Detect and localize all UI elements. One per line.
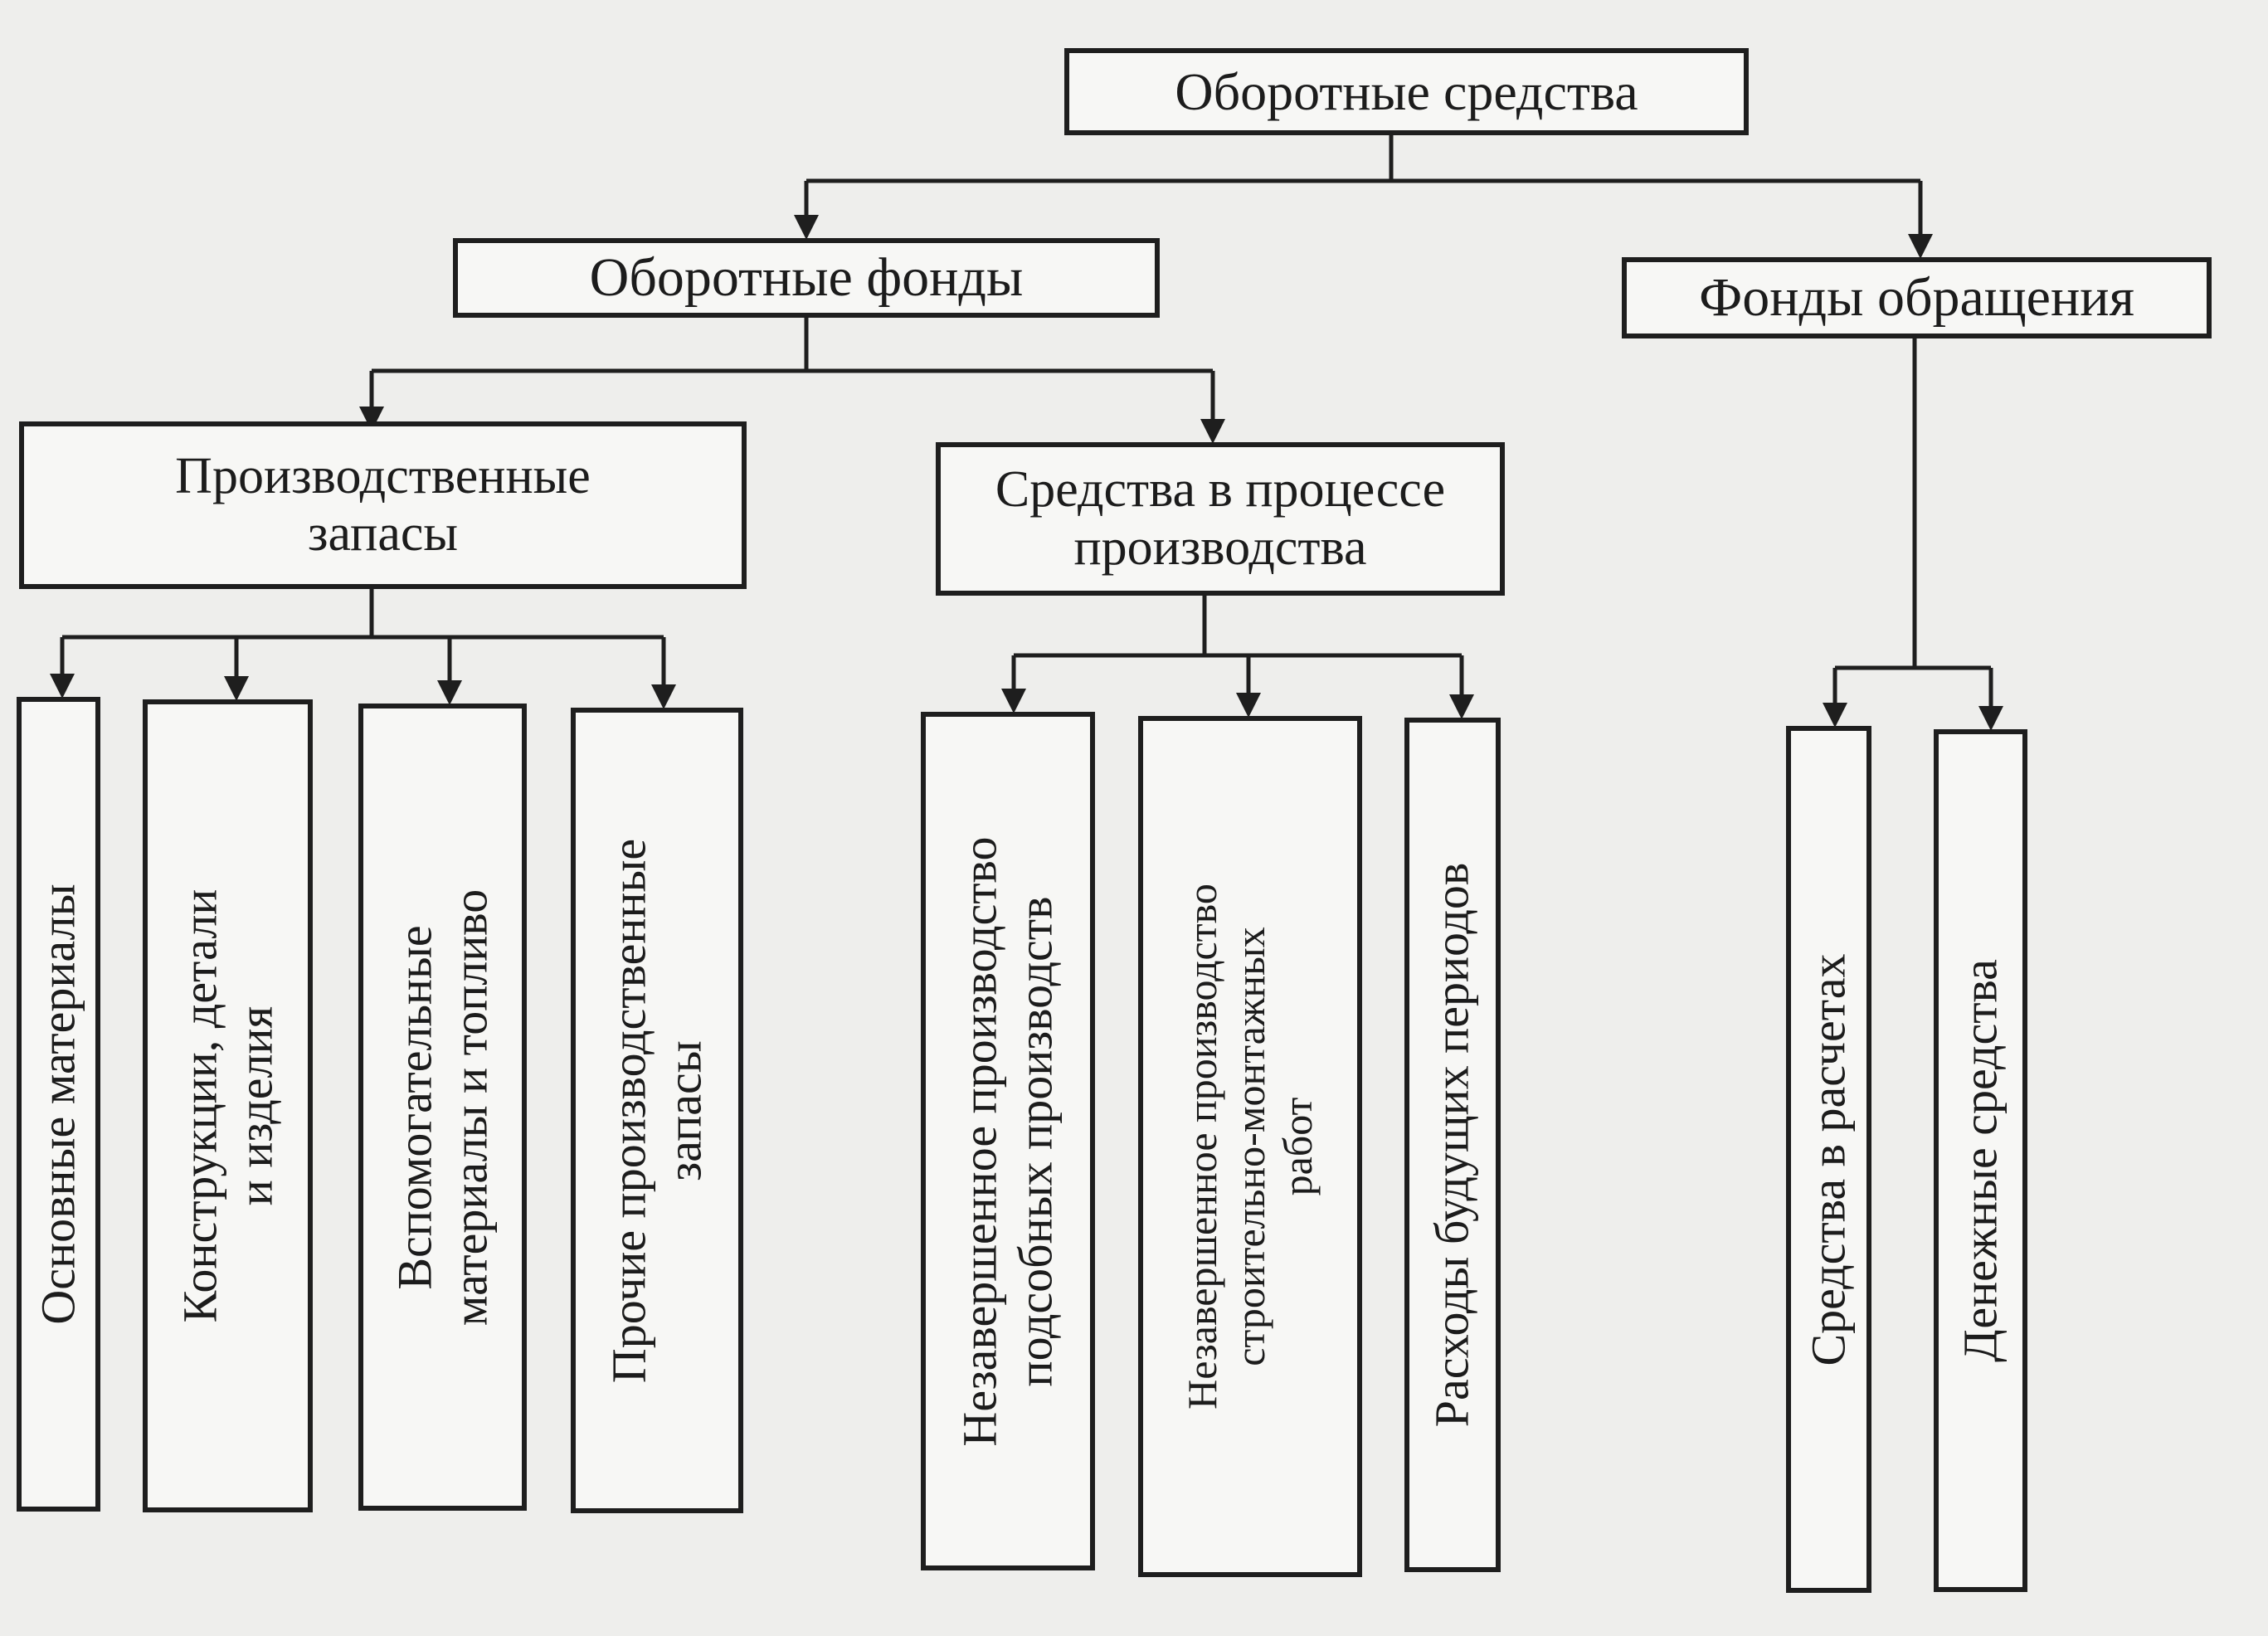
node-root-label: Оборотные средства (1175, 61, 1638, 121)
node-deferred-expenses-label: Расходы будущих периодов (1424, 862, 1479, 1428)
node-auxiliary-fuel: Вспомогательные материалы и топливо (358, 704, 527, 1511)
node-circulation-funds: Фонды обращения (1622, 257, 2212, 338)
node-auxiliary-fuel-label: Вспомогательные материалы и топливо (387, 889, 497, 1326)
node-receivables: Средства в расчетах (1786, 726, 1871, 1593)
node-other-stocks-label: Прочие производственные запасы (601, 838, 711, 1383)
node-in-production-label: Средства в процессе производства (995, 461, 1446, 576)
node-receivables-label: Средства в расчетах (1801, 952, 1856, 1366)
node-working-funds-label: Оборотные фонды (589, 247, 1024, 309)
node-wip-construction: Незавершенное производство строительно-м… (1138, 716, 1362, 1577)
node-cash-label: Денежные средства (1953, 959, 2008, 1362)
node-basic-materials-label: Основные материалы (31, 884, 85, 1325)
node-in-production: Средства в процессе производства (936, 442, 1505, 596)
node-wip-auxiliary-label: Незавершенное производство подсобных про… (952, 835, 1062, 1447)
node-structures-parts: Конструкции, детали и изделия (143, 699, 313, 1512)
node-deferred-expenses: Расходы будущих периодов (1404, 718, 1501, 1572)
node-production-stocks: Производственные запасы (19, 421, 747, 589)
node-working-funds: Оборотные фонды (453, 238, 1160, 318)
node-wip-auxiliary: Незавершенное производство подсобных про… (921, 712, 1095, 1570)
node-root: Оборотные средства (1064, 48, 1749, 135)
node-basic-materials: Основные материалы (17, 697, 100, 1512)
node-other-stocks: Прочие производственные запасы (571, 708, 743, 1513)
node-cash: Денежные средства (1934, 729, 2027, 1592)
node-structures-parts-label: Конструкции, детали и изделия (172, 889, 282, 1323)
node-production-stocks-label: Производственные запасы (175, 447, 591, 562)
node-circulation-funds-label: Фонды обращения (1699, 267, 2134, 329)
node-wip-construction-label: Незавершенное производство строительно-м… (1178, 884, 1321, 1410)
